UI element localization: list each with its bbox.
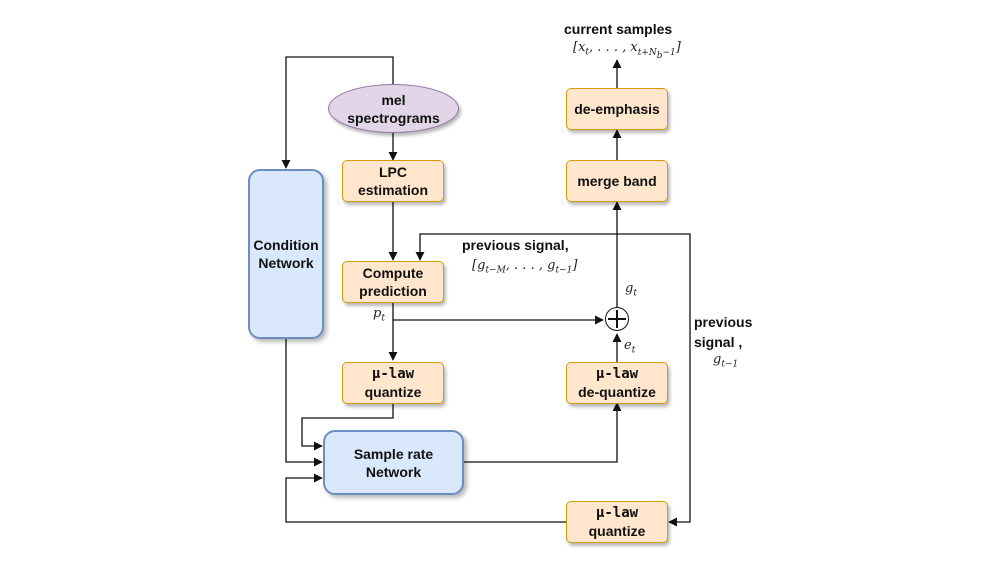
sample-rate-network-label: Sample rate Network bbox=[353, 445, 434, 480]
current-samples-label: current samples bbox=[564, 21, 673, 37]
mulaw-dequantize-prefix: μ-law bbox=[595, 366, 639, 382]
previous-signal-right-label: previous signal , bbox=[694, 314, 753, 350]
mulaw-dequantize-node: μ-law de-quantize bbox=[566, 362, 668, 404]
condition-network-label: Condition Network bbox=[253, 237, 319, 271]
previous-signal-label: previous signal, bbox=[462, 237, 569, 253]
condition-network-node: Condition Network bbox=[248, 169, 324, 339]
wire-feedback-to-compute bbox=[415, 233, 617, 261]
mulaw-quantize-bottom-prefix: μ-law bbox=[595, 505, 639, 521]
wire-mel-to-condition bbox=[281, 56, 394, 169]
de-emphasis-label: de-emphasis bbox=[574, 101, 660, 117]
wire-condition-to-samplerate bbox=[285, 338, 323, 467]
wire-bottom-quantize-to-samplerate bbox=[285, 473, 566, 523]
previous-signal-right-math: gt−1 bbox=[713, 352, 739, 370]
mulaw-quantize-top-suffix: quantize bbox=[364, 384, 422, 400]
current-samples-math: [xt, . . . , xt+Nb−1] bbox=[573, 40, 681, 61]
mulaw-quantize-top-prefix: μ-law bbox=[371, 366, 415, 382]
previous-signal-math: [gt−M, . . . , gt−1] bbox=[472, 258, 578, 276]
compute-prediction-node: Compute prediction bbox=[342, 261, 444, 303]
lpc-estimation-label: LPC estimation bbox=[357, 164, 428, 198]
lpc-estimation-node: LPC estimation bbox=[342, 160, 444, 202]
sample-rate-network-node: Sample rate Network bbox=[323, 430, 464, 495]
wire-mulaw-to-samplerate bbox=[301, 403, 394, 451]
mulaw-quantize-top-node: μ-law quantize bbox=[342, 362, 444, 404]
et-label: et bbox=[624, 338, 636, 356]
mel-spectrograms-label: mel spectrograms bbox=[347, 91, 440, 126]
mulaw-dequantize-suffix: de-quantize bbox=[578, 384, 656, 400]
compute-prediction-label: Compute prediction bbox=[359, 265, 427, 299]
mulaw-quantize-bottom-suffix: quantize bbox=[588, 523, 646, 539]
sum-node-plus-icon bbox=[605, 307, 629, 331]
gt-label: gt bbox=[625, 281, 637, 299]
merge-band-label: merge band bbox=[577, 173, 657, 189]
merge-band-node: merge band bbox=[566, 160, 668, 202]
wire-previous-signal-right bbox=[617, 233, 691, 527]
de-emphasis-node: de-emphasis bbox=[566, 88, 668, 130]
mel-spectrograms-node: mel spectrograms bbox=[328, 84, 459, 133]
pt-label: pt bbox=[373, 306, 385, 324]
mulaw-quantize-bottom-node: μ-law quantize bbox=[566, 501, 668, 543]
wire-samplerate-to-dequantize bbox=[463, 402, 622, 463]
